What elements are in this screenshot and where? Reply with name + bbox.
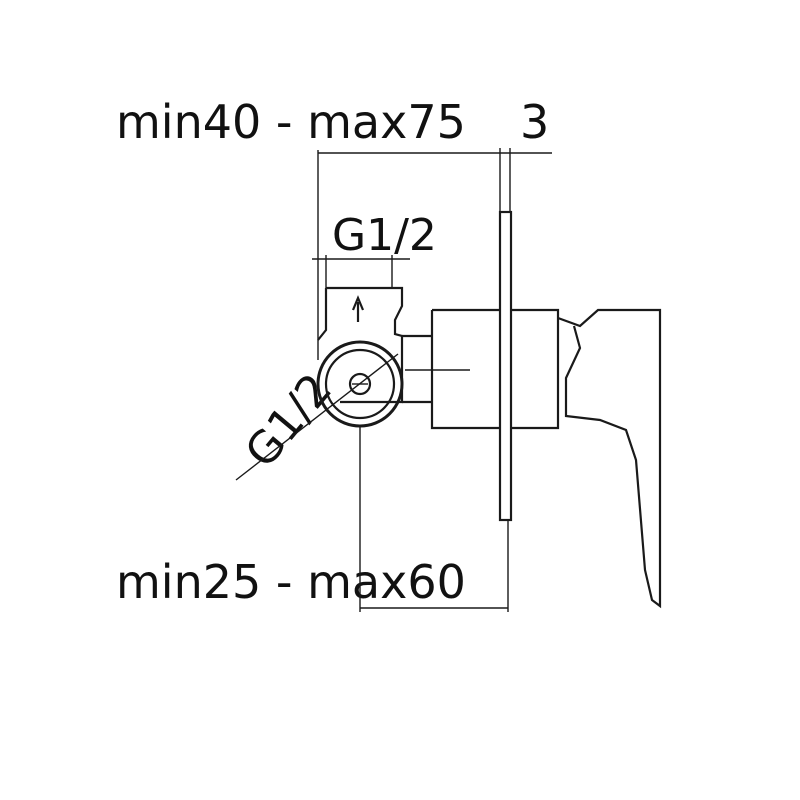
side-inlet-connection — [235, 340, 470, 612]
dim-top-range-label: min40 - max75 — [116, 95, 466, 149]
dim-inlet-top-label: G1/2 — [332, 210, 437, 261]
up-arrow-icon — [351, 295, 365, 322]
dim-plate-thickness-label: 3 — [520, 95, 549, 149]
dim-bottom-range-label: min25 - max60 — [116, 555, 466, 609]
valve-body — [317, 286, 500, 430]
dim-top-lines — [317, 148, 552, 360]
dim-inlet-top-lines — [312, 255, 410, 288]
dim-bottom-lines — [360, 520, 509, 612]
mixer-handle — [511, 308, 662, 609]
wall-plate — [498, 210, 513, 522]
